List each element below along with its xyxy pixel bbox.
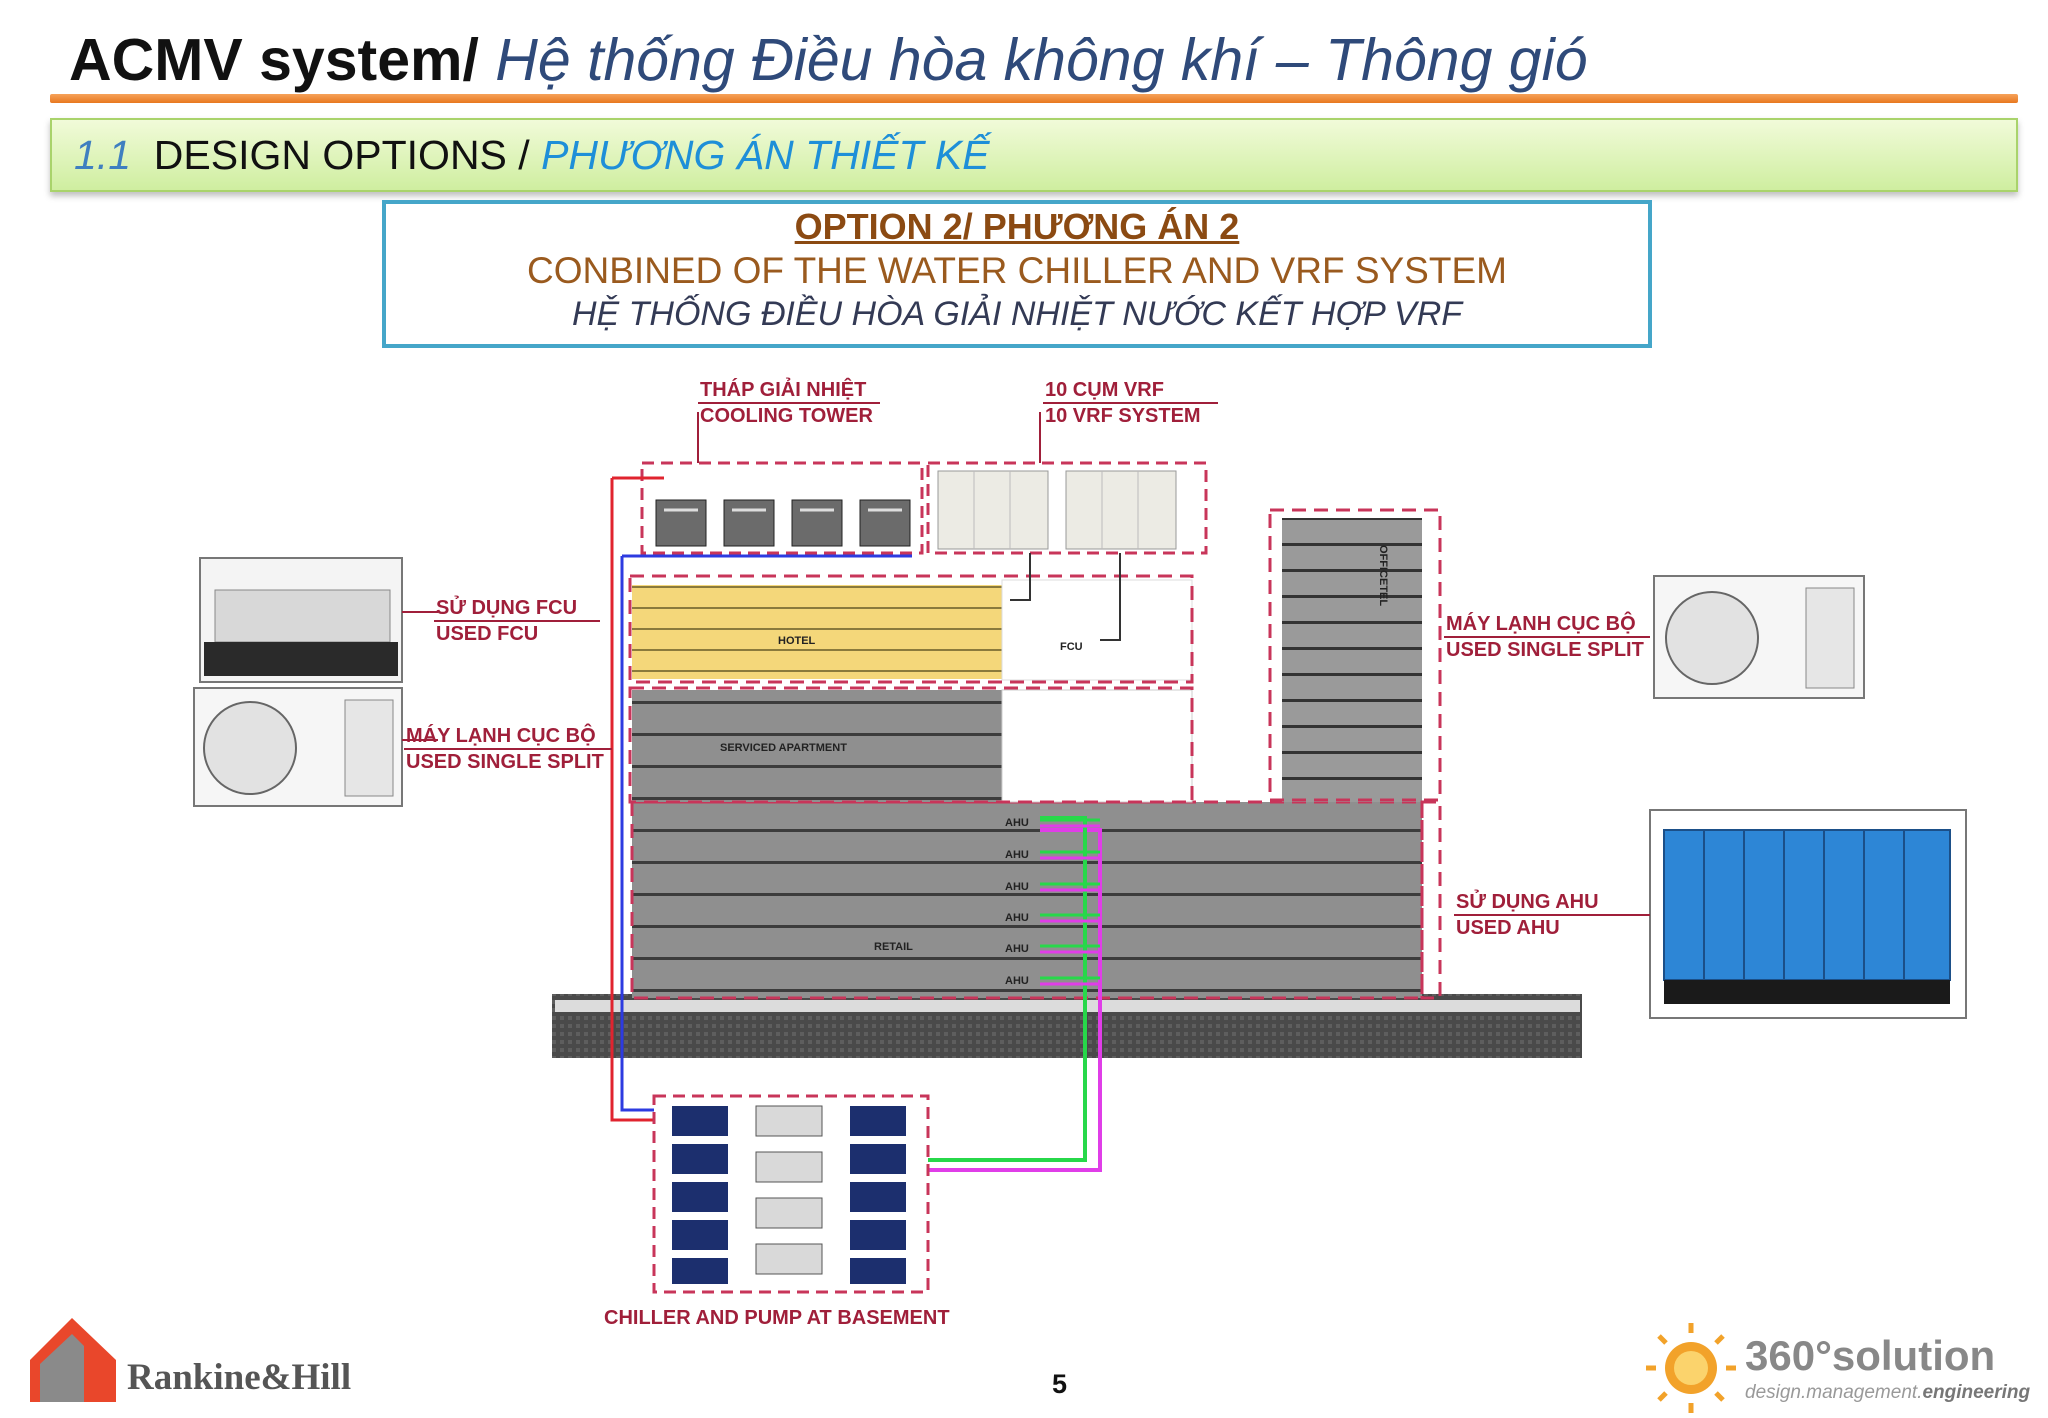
chilled-water-pipe-green — [900, 816, 1087, 1162]
section-number: 1.1 — [74, 132, 131, 178]
vrf-label-en: 10 VRF SYSTEM — [1045, 405, 1201, 427]
ahu-tag: AHU — [1005, 881, 1029, 893]
cooling-tower-label-en: COOLING TOWER — [700, 405, 874, 427]
rankine-hill-logo — [30, 1318, 116, 1402]
option-heading: OPTION 2/ PHƯƠNG ÁN 2 — [794, 206, 1240, 247]
cooling-tower-units — [655, 499, 911, 547]
chiller-pump-units — [672, 1105, 906, 1284]
split-unit-photo-left — [193, 687, 403, 807]
title-underline — [50, 94, 2018, 103]
tagline-a: design.management. — [1745, 1382, 1923, 1403]
section-label-vi: PHƯƠNG ÁN THIẾT KẾ — [541, 132, 990, 178]
ahu-tag: AHU — [1005, 817, 1029, 829]
section-bar: 1.1 DESIGN OPTIONS / PHƯƠNG ÁN THIẾT KẾ — [50, 118, 2018, 192]
split-left-label-vi: MÁY LẠNH CỤC BỘ — [406, 723, 596, 747]
split-unit-photo-right — [1653, 575, 1865, 699]
ahu-tag: AHU — [1005, 912, 1029, 924]
ahu-branches — [1040, 818, 1100, 986]
title-italic: Hệ thống Điều hòa không khí – Thông gió — [478, 27, 1588, 93]
retail-label: RETAIL — [874, 941, 913, 953]
title-bold: ACMV system/ — [69, 27, 479, 93]
ahu-tag: AHU — [1005, 849, 1029, 861]
option-line-vi: HỆ THỐNG ĐIỀU HÒA GIẢI NHIỆT NƯỚC KẾT HỢ… — [571, 295, 1463, 333]
option-box: OPTION 2/ PHƯƠNG ÁN 2 CONBINED OF THE WA… — [382, 200, 1652, 348]
serviced-apartment-block — [632, 690, 1002, 802]
ahu-photo — [1649, 809, 1967, 1019]
page-number: 5 — [1052, 1369, 1068, 1399]
ahu-label-en: USED AHU — [1456, 917, 1560, 939]
hotel-label: HOTEL — [778, 635, 816, 647]
section-label-en: DESIGN OPTIONS / — [153, 132, 542, 178]
chiller-label: CHILLER AND PUMP AT BASEMENT — [604, 1307, 950, 1329]
cooling-tower-label-vi: THÁP GIẢI NHIỆT — [700, 377, 866, 401]
ahu-label-vi: SỬ DỤNG AHU — [1456, 889, 1599, 913]
split-right-label-en: USED SINGLE SPLIT — [1446, 639, 1644, 661]
tagline-b: engineering — [1922, 1382, 2031, 1403]
fcu-tag: FCU — [1060, 641, 1083, 653]
ahu-tag: AHU — [1005, 943, 1029, 955]
solution-logo-text: 360°solution — [1745, 1332, 1996, 1379]
fcu-label-en: USED FCU — [436, 623, 538, 645]
split-right-label-vi: MÁY LẠNH CỤC BỘ — [1446, 611, 1636, 635]
ahu-tag: AHU — [1005, 975, 1029, 987]
serviced-apartment-empty — [1001, 689, 1193, 803]
officetel-block — [1282, 518, 1422, 802]
fcu-label-vi: SỬ DỤNG FCU — [436, 595, 577, 619]
retail-block — [632, 802, 1422, 998]
solution-tagline: design.management.engineering — [1745, 1382, 2030, 1404]
fcu-photo — [199, 557, 403, 683]
hotel-block — [632, 585, 1002, 679]
hotel-empty — [1001, 579, 1193, 681]
chilled-water-pipe-magenta — [900, 828, 1102, 1172]
condenser-water-pipe-blue — [620, 554, 912, 1112]
officetel-label: OFFICETEL — [1377, 545, 1389, 606]
page-title: ACMV system/ Hệ thống Điều hòa không khí… — [69, 22, 1588, 98]
condenser-water-pipe-red — [610, 476, 668, 1122]
vrf-label-vi: 10 CỤM VRF — [1045, 379, 1164, 401]
split-left-label-en: USED SINGLE SPLIT — [406, 751, 604, 773]
ground-line — [555, 1000, 1580, 1012]
sun-logo — [1646, 1323, 1736, 1413]
rankine-hill-text: Rankine&Hill — [127, 1357, 352, 1398]
option-line-en: CONBINED OF THE WATER CHILLER AND VRF SY… — [527, 250, 1507, 291]
vrf-outdoor-units — [937, 470, 1177, 550]
serviced-apartment-label: SERVICED APARTMENT — [720, 742, 847, 754]
